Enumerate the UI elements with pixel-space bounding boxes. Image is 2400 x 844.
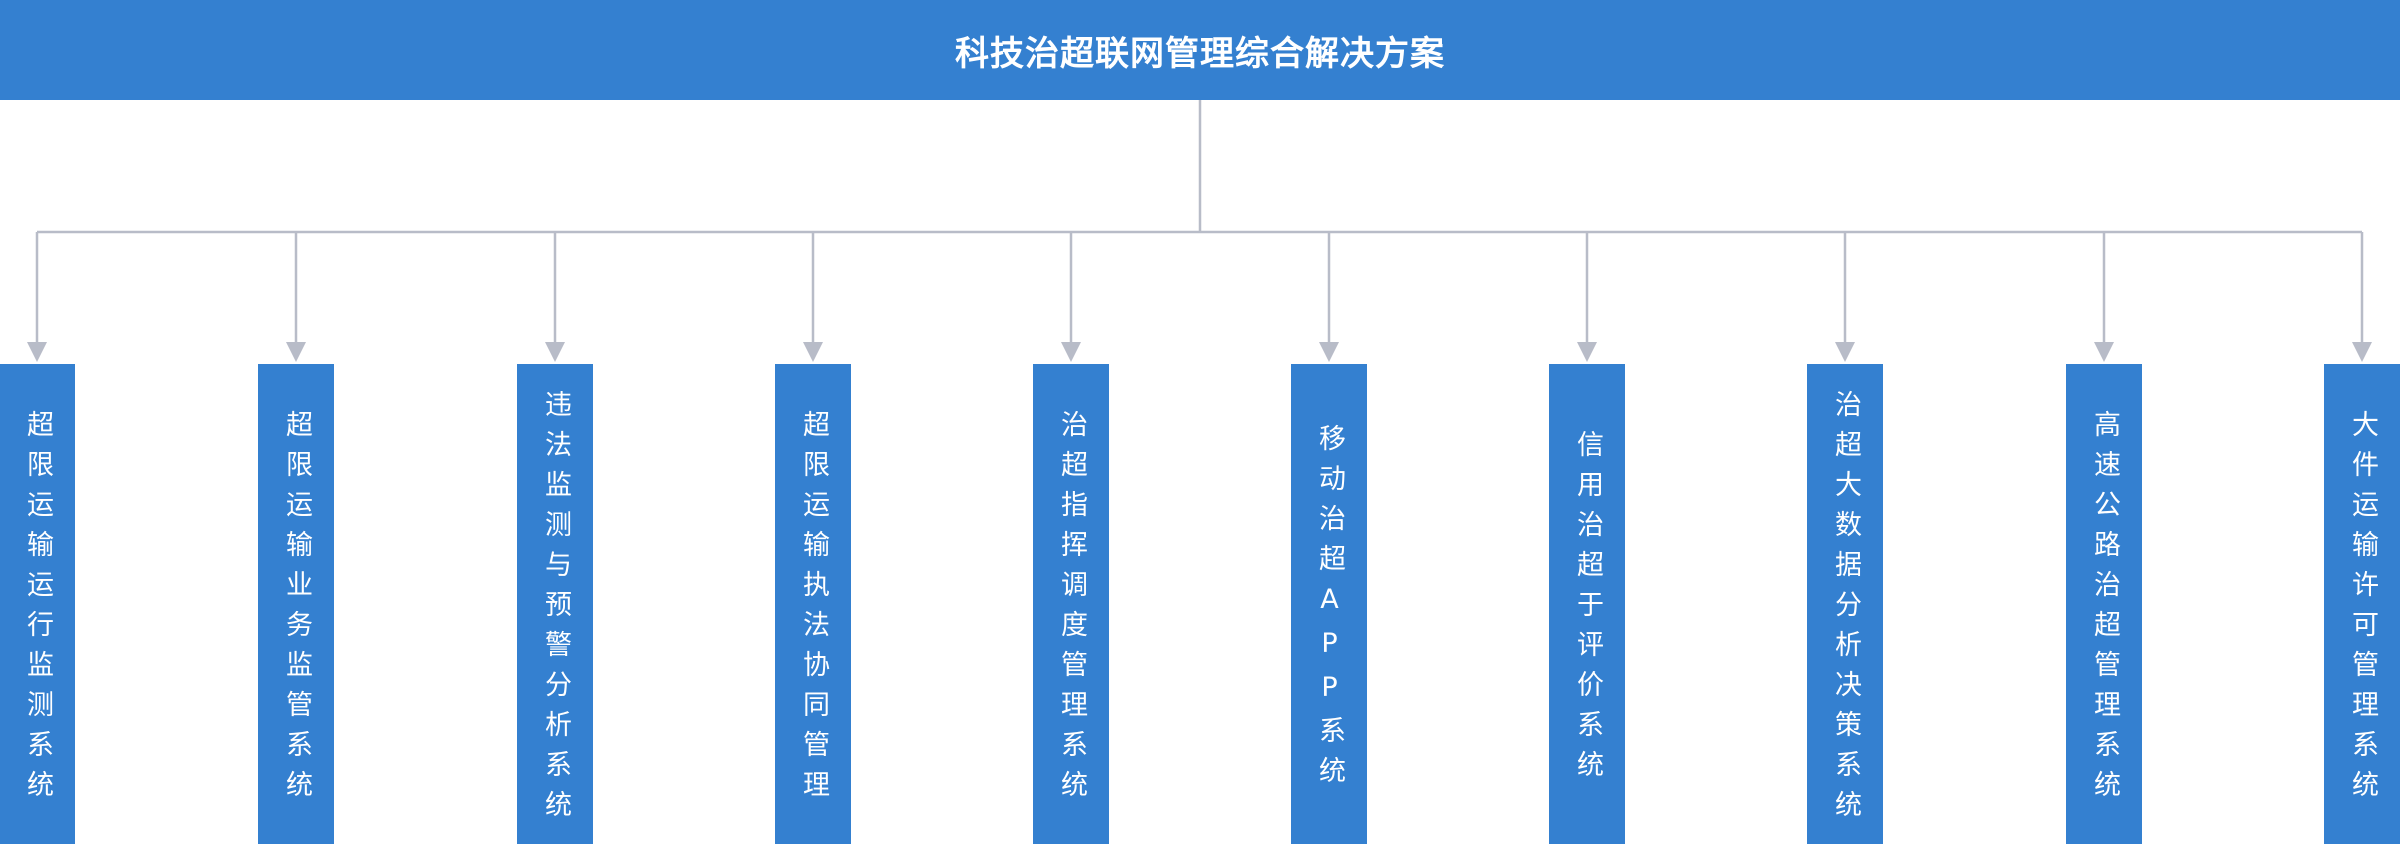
system-node: 超限运输执法协同管理 bbox=[775, 364, 851, 844]
arrow-head bbox=[1319, 342, 1339, 362]
system-node-label: 违法监测与预警分析系统 bbox=[540, 390, 571, 830]
system-node-label: 超限运输业务监管系统 bbox=[281, 410, 312, 810]
arrow-head bbox=[27, 342, 47, 362]
system-node: 移动治超APP系统 bbox=[1291, 364, 1367, 844]
arrow-head bbox=[545, 342, 565, 362]
system-node: 治超大数据分析决策系统 bbox=[1807, 364, 1883, 844]
system-node-label: 移动治超APP系统 bbox=[1314, 424, 1345, 796]
system-node-label: 大件运输许可管理系统 bbox=[2347, 410, 2378, 810]
arrow-head bbox=[2094, 342, 2114, 362]
system-node: 超限运输运行监测系统 bbox=[0, 364, 75, 844]
arrow-head bbox=[286, 342, 306, 362]
arrow-head bbox=[803, 342, 823, 362]
system-node: 信用治超于评价系统 bbox=[1549, 364, 1625, 844]
root-title: 科技治超联网管理综合解决方案 bbox=[955, 33, 1445, 74]
system-node-label: 高速公路治超管理系统 bbox=[2089, 410, 2120, 810]
system-node-label: 治超指挥调度管理系统 bbox=[1056, 410, 1087, 810]
arrow-head bbox=[1061, 342, 1081, 362]
system-node-label: 治超大数据分析决策系统 bbox=[1830, 390, 1861, 830]
system-node: 大件运输许可管理系统 bbox=[2324, 364, 2400, 844]
arrow-head bbox=[2352, 342, 2372, 362]
system-node: 违法监测与预警分析系统 bbox=[517, 364, 593, 844]
system-node-label: 超限运输运行监测系统 bbox=[22, 410, 53, 810]
arrow-head bbox=[1835, 342, 1855, 362]
system-node: 超限运输业务监管系统 bbox=[258, 364, 334, 844]
arrow-head bbox=[1577, 342, 1597, 362]
system-node-label: 信用治超于评价系统 bbox=[1572, 430, 1603, 790]
system-node: 高速公路治超管理系统 bbox=[2066, 364, 2142, 844]
system-node: 治超指挥调度管理系统 bbox=[1033, 364, 1109, 844]
root-node: 科技治超联网管理综合解决方案 bbox=[0, 0, 2400, 100]
system-node-label: 超限运输执法协同管理 bbox=[798, 410, 829, 810]
